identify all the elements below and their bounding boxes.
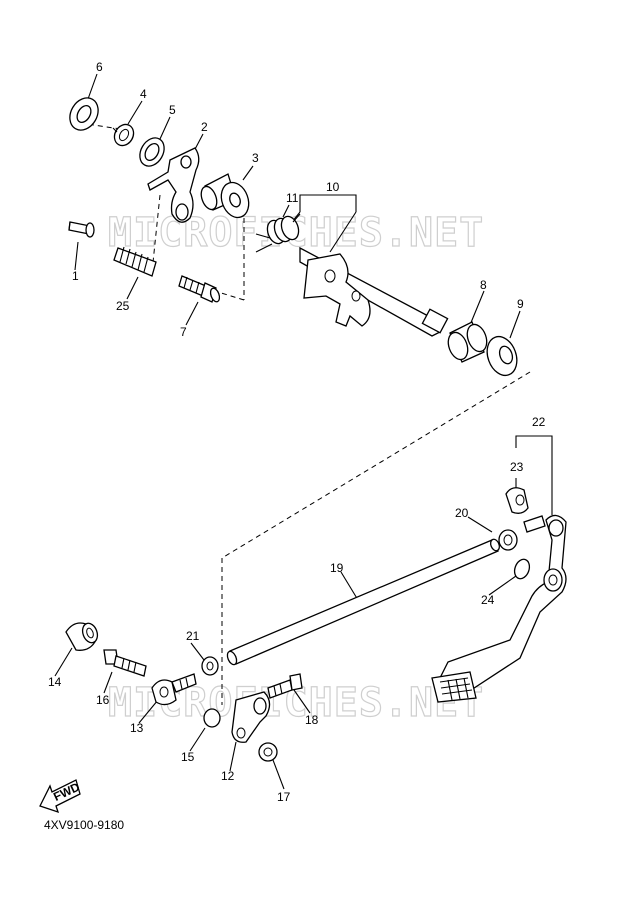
callout-23: 23: [510, 460, 524, 474]
part-4-circlip: [112, 123, 135, 147]
part-9-oil-seal: [486, 335, 518, 377]
part-1-pin: [68, 221, 95, 238]
callout-15: 15: [181, 750, 195, 764]
callout-6: 6: [96, 60, 103, 74]
callout-9: 9: [517, 297, 524, 311]
callout-12: 12: [221, 769, 235, 783]
part-16-bolt: [103, 649, 147, 677]
callout-1: 1: [72, 269, 79, 283]
part-24-washer: [513, 558, 531, 580]
callout-24: 24: [481, 593, 495, 607]
callout-5: 5: [169, 103, 176, 117]
callout-7: 7: [180, 325, 187, 339]
callout-13: 13: [130, 721, 144, 735]
callout-14: 14: [48, 675, 62, 689]
part-14-cap: [65, 622, 99, 651]
callout-10: 10: [326, 180, 340, 194]
part-6-washer: [69, 97, 99, 131]
callout-2: 2: [201, 120, 208, 134]
callout-numbers: 6 4 5 2 3 10 11 8 9 1 25 7 22 23 20 19 2…: [48, 60, 546, 804]
part-17-nut: [258, 742, 278, 762]
fwd-arrow-icon: FWD: [39, 779, 82, 814]
part-8-collar: [447, 321, 488, 363]
part-22-shift-pedal: [431, 514, 567, 703]
part-13-joint: [151, 673, 197, 706]
part-11-spring: [255, 213, 301, 253]
part-15-washer: [203, 708, 221, 728]
part-12-shift-arm: [231, 691, 271, 743]
part-25-spring: [113, 246, 157, 277]
callout-8: 8: [480, 278, 487, 292]
callout-4: 4: [140, 87, 147, 101]
callout-19: 19: [330, 561, 344, 575]
callout-25: 25: [116, 299, 130, 313]
part-18-bolt: [267, 673, 303, 699]
part-21-nut: [201, 656, 219, 676]
part-7-stopper-bolt: [178, 275, 221, 303]
callout-21: 21: [186, 629, 200, 643]
callout-11: 11: [286, 191, 299, 205]
diagram-code: 4XV9100-9180: [44, 818, 125, 832]
leader-lines: [54, 73, 553, 790]
callout-16: 16: [96, 693, 110, 707]
part-19-shift-rod: [226, 538, 501, 666]
callout-18: 18: [305, 713, 319, 727]
callout-22: 22: [532, 415, 546, 429]
part-5-washer: [139, 137, 165, 167]
part-3-bushing: [200, 173, 250, 219]
part-2-lever: [147, 147, 200, 223]
callout-3: 3: [252, 151, 259, 165]
part-23-joint: [505, 487, 546, 533]
callout-20: 20: [455, 506, 469, 520]
part-20-nut: [498, 529, 518, 551]
callout-17: 17: [277, 790, 291, 804]
part-10-shift-shaft: [299, 246, 449, 337]
